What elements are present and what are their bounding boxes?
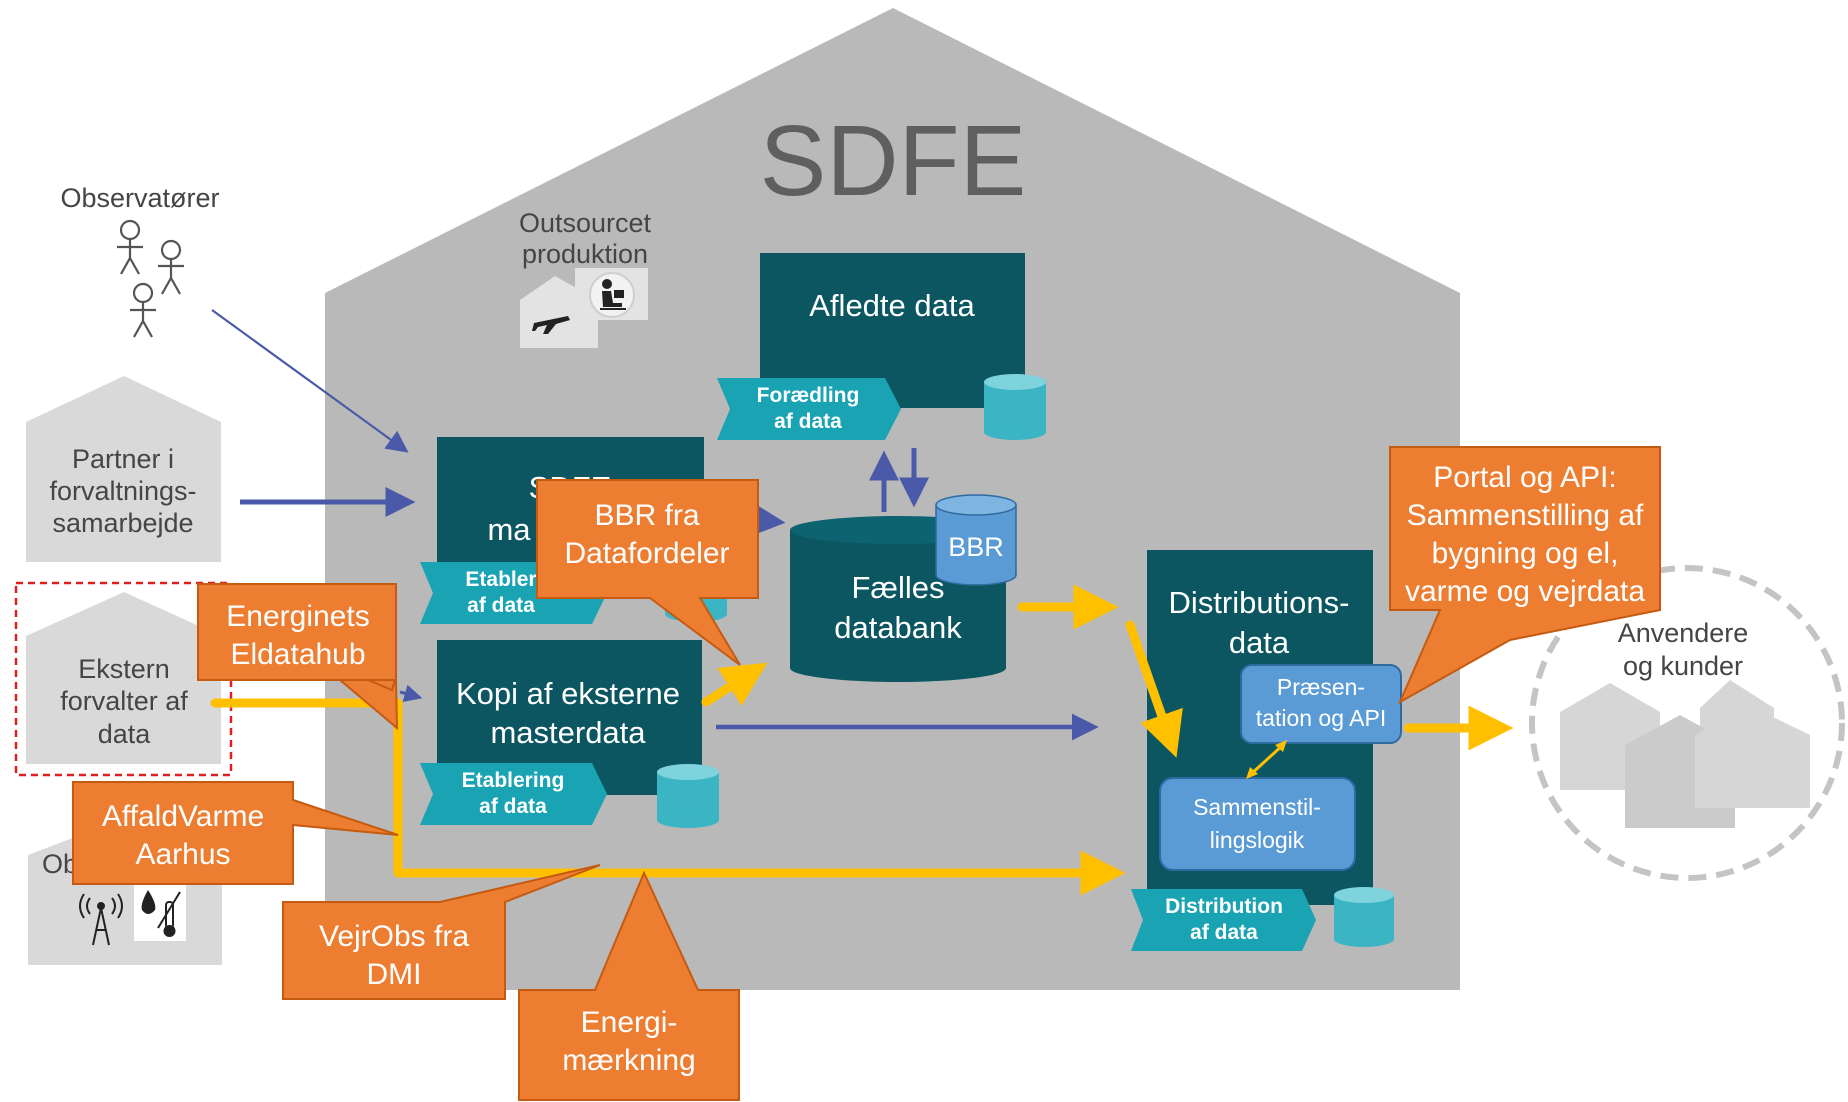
callout-portal-line2: Sammenstilling af	[1407, 499, 1644, 532]
kopi-banner-line1: Etablering	[462, 769, 565, 792]
callout-energimaerkning-line2: mærkning	[562, 1044, 695, 1077]
kopi-line2: masterdata	[490, 715, 646, 750]
outsourced-house-front	[520, 276, 598, 348]
distribution-banner	[1131, 889, 1316, 951]
users-group: Anvendere og kunder	[1529, 565, 1845, 881]
callout-portal: Portal og API: Sammenstilling af bygning…	[1389, 446, 1661, 705]
partner-line1: Partner i	[72, 444, 174, 474]
external-line3: data	[98, 719, 152, 749]
callout-energinet-line1: Energinets	[226, 600, 369, 633]
databank-line1: Fælles	[851, 570, 944, 605]
house-title: SDFE	[760, 105, 1027, 217]
praesentation-line1: Præsen-	[1277, 674, 1365, 700]
sammenstilling-line1: Sammenstil-	[1193, 794, 1321, 820]
callout-vejrobs-line2: DMI	[367, 958, 422, 991]
callout-vejrobs-line1: VejrObs fra	[319, 920, 469, 953]
callout-bbr: BBR fra Datafordeler	[536, 479, 759, 666]
callout-energinet-line2: Eldatahub	[230, 638, 365, 671]
antenna-tower-icon	[79, 893, 123, 946]
partner-house: Partner i forvaltnings- samarbejde	[26, 376, 221, 562]
distribution-to-sammenstilling-arrow	[1125, 620, 1183, 758]
distribution-block: Distributions- data Distribution af data	[1131, 550, 1394, 951]
distribution-line2: data	[1229, 625, 1290, 660]
sammenstilling-box: Sammenstil- lingslogik	[1159, 777, 1356, 871]
outsourced-production: Outsourcet produktion	[519, 208, 652, 348]
water-drop-thermometer-icon	[134, 883, 186, 941]
bbr-database: BBR	[935, 494, 1017, 586]
partner-line2: forvaltnings-	[49, 476, 196, 506]
distribution-banner-line2: af data	[1190, 921, 1258, 944]
afledte-banner	[717, 378, 901, 440]
external-to-kopi-arrow	[399, 684, 423, 703]
distribution-line1: Distributions-	[1169, 585, 1350, 620]
afledte-data-block: Afledte data Forædling af data	[717, 253, 1046, 440]
callout-vejrobs: VejrObs fra DMI	[282, 864, 601, 1000]
distribution-banner-line1: Distribution	[1165, 895, 1283, 918]
airplane-icon	[532, 316, 570, 334]
callout-bbr-line2: Datafordeler	[564, 537, 729, 570]
external-to-sammenstilling-arrow	[210, 698, 1126, 896]
observers-to-master-arrow	[211, 309, 409, 453]
praesentation-box: Præsen- tation og API	[1240, 664, 1402, 744]
kopi-cylinder	[657, 764, 719, 828]
distribution-cylinder	[1334, 887, 1394, 947]
kopi-block: Kopi af eksterne masterdata Etablering a…	[420, 640, 719, 828]
yellow-arrows	[210, 584, 1514, 896]
users-line1: Anvendere	[1618, 618, 1749, 648]
partner-line3: samarbejde	[52, 508, 193, 538]
kopi-line1: Kopi af eksterne	[456, 676, 680, 711]
afledte-cylinder	[984, 374, 1046, 440]
users-line2: og kunder	[1623, 651, 1743, 681]
kopi-to-databank-arrow	[701, 662, 768, 707]
callout-portal-line1: Portal og API:	[1433, 461, 1616, 494]
outsourced-line2: produktion	[522, 239, 648, 269]
callout-portal-line4: varme og vejrdata	[1405, 575, 1645, 608]
callout-portal-line3: bygning og el,	[1432, 537, 1619, 570]
sdfe-master-banner-line2: af data	[467, 594, 535, 617]
bbr-badge-label: BBR	[948, 532, 1004, 562]
callout-affald-line2: Aarhus	[135, 838, 230, 871]
callout-bbr-line1: BBR fra	[594, 499, 699, 532]
external-line1: Ekstern	[78, 654, 170, 684]
kopi-banner	[420, 763, 607, 825]
person-at-desk-icon	[589, 272, 635, 318]
afledte-banner-line1: Forædling	[757, 384, 860, 407]
blue-arrows	[211, 309, 1099, 741]
callout-energimaerkning-line1: Energi-	[581, 1006, 678, 1039]
praesentation-sammenstilling-link	[1246, 740, 1287, 779]
sdfe-master-line2: ma	[487, 512, 531, 547]
sdfe-master-banner-line1: Etabler	[465, 568, 536, 591]
external-line2: forvalter af	[60, 686, 188, 716]
afledte-title: Afledte data	[809, 288, 975, 323]
databank-line2: databank	[834, 610, 962, 645]
stick-figures-icon	[117, 219, 184, 338]
kopi-banner-line2: af data	[479, 795, 547, 818]
callout-affald: AffaldVarme Aarhus	[72, 781, 399, 885]
afledte-banner-line2: af data	[774, 410, 842, 433]
callout-affald-line1: AffaldVarme	[102, 800, 264, 833]
praesentation-line2: tation og API	[1256, 705, 1386, 731]
external-manager-house: Ekstern forvalter af data	[26, 592, 221, 764]
observers-label: Observatører	[60, 183, 219, 213]
callout-energinet: Energinets Eldatahub	[197, 583, 399, 731]
outsourced-line1: Outsourcet	[519, 208, 652, 238]
sammenstilling-line2: lingslogik	[1210, 827, 1305, 853]
callout-energimaerkning: Energi- mærkning	[518, 870, 740, 1101]
